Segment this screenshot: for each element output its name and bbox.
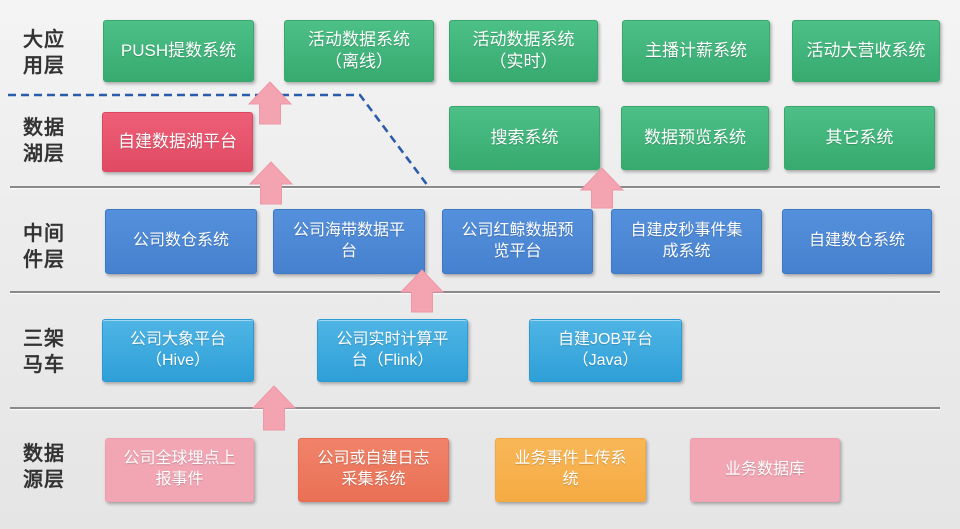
box-anchor-payroll-system: 主播计薪系统 bbox=[622, 20, 770, 82]
box-business-database: 业务数据库 bbox=[690, 438, 840, 502]
box-search-system: 搜索系统 bbox=[449, 106, 600, 170]
box-self-built-picosecond-event-integration: 自建皮秒事件集 成系统 bbox=[611, 209, 762, 274]
box-business-event-upload-system: 业务事件上传系 统 bbox=[495, 438, 646, 502]
box-self-built-dw-system: 自建数仓系统 bbox=[782, 209, 932, 274]
box-company-dw-system: 公司数仓系统 bbox=[105, 209, 257, 274]
box-company-haidai-data-platform: 公司海带数据平 台 bbox=[273, 209, 425, 274]
layer-divider bbox=[10, 291, 940, 293]
layer-label-data-lake: 数据 湖层 bbox=[23, 117, 65, 166]
box-company-hongjing-data-preview-platform: 公司红鲸数据预 览平台 bbox=[442, 209, 593, 274]
box-data-preview-system: 数据预览系统 bbox=[621, 106, 769, 170]
layer-divider bbox=[10, 186, 940, 188]
layer-divider bbox=[10, 407, 940, 409]
box-company-global-tracking-events: 公司全球埋点上 报事件 bbox=[105, 438, 254, 502]
box-company-elephant-platform-hive: 公司大象平台 （Hive） bbox=[102, 319, 254, 382]
up-arrow-icon bbox=[247, 81, 293, 125]
layer-label-app: 大应 用层 bbox=[23, 29, 65, 78]
box-activity-data-system-offline: 活动数据系统 （离线） bbox=[284, 20, 434, 82]
up-arrow-icon bbox=[579, 167, 625, 209]
layer-label-troika: 三架 马车 bbox=[23, 328, 65, 377]
layer-label-middleware: 中间 件层 bbox=[23, 223, 65, 272]
box-push-extract-system: PUSH提数系统 bbox=[103, 20, 254, 82]
box-company-realtime-computing-platform-flink: 公司实时计算平 台（Flink） bbox=[317, 319, 468, 382]
box-self-built-data-lake-platform: 自建数据湖平台 bbox=[102, 112, 253, 172]
layer-label-data-source: 数据 源层 bbox=[23, 443, 65, 492]
box-activity-data-system-realtime: 活动数据系统 （实时） bbox=[449, 20, 598, 82]
up-arrow-icon bbox=[248, 161, 294, 205]
box-activity-revenue-system: 活动大营收系统 bbox=[792, 20, 940, 82]
box-company-or-self-built-log-collection: 公司或自建日志 采集系统 bbox=[298, 438, 449, 502]
box-self-built-job-platform-java: 自建JOB平台 （Java） bbox=[529, 319, 682, 382]
box-other-systems: 其它系统 bbox=[784, 106, 935, 170]
